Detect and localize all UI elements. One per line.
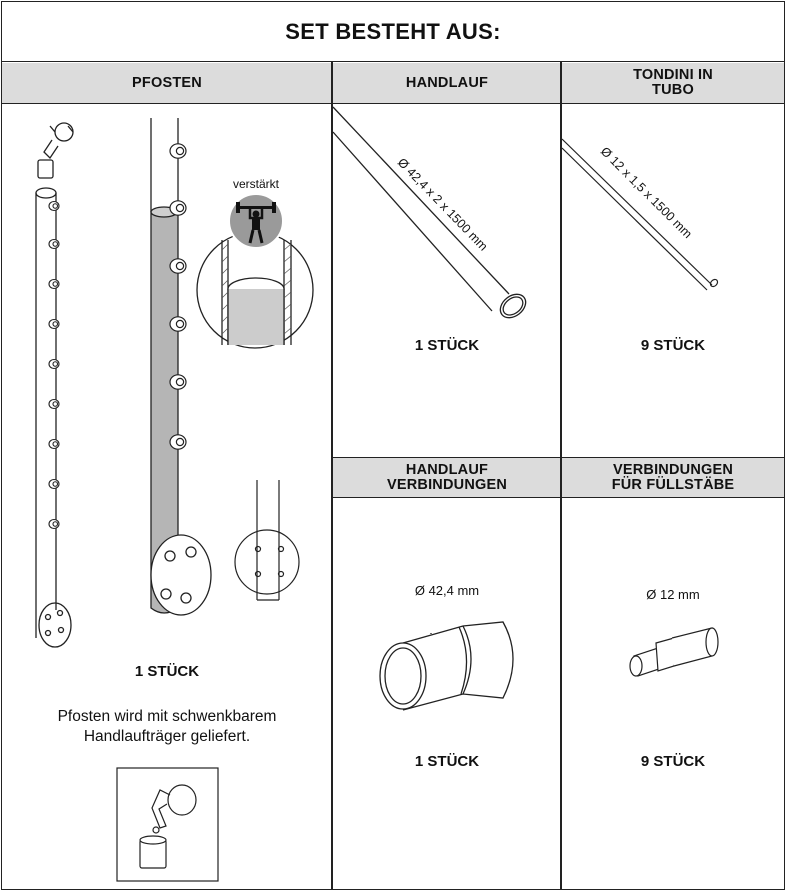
column-divider bbox=[560, 457, 562, 890]
header-pfosten: PFOSTEN bbox=[2, 63, 332, 104]
rod-connector-drawing bbox=[629, 627, 719, 677]
handlauf-quantity: 1 STÜCK bbox=[414, 337, 480, 354]
header-tondini: TONDINI IN TUBO bbox=[562, 63, 784, 104]
header-verbindungen-fuellstaebe: VERBINDUNGEN FÜR FÜLLSTÄBE bbox=[562, 457, 784, 498]
header-handlauf-verbindungen: HANDLAUF VERBINDUNGEN bbox=[333, 457, 561, 498]
handlauf-verbindungen-dimension: Ø 42,4 mm bbox=[414, 583, 480, 598]
column-divider bbox=[331, 62, 333, 890]
pfosten-note-line1: Pfosten wird mit schwenkbarem bbox=[57, 708, 277, 725]
rod-drawing: Ø 12 x 1,5 x 1500 mm bbox=[561, 138, 719, 291]
fuellstaebe-quantity: 9 STÜCK bbox=[640, 753, 706, 770]
connector-drawing bbox=[379, 621, 514, 711]
header-handlauf: HANDLAUF bbox=[333, 63, 561, 104]
tube-drawing: Ø 42,4 x 2 x 1500 mm bbox=[332, 106, 527, 319]
column-divider bbox=[560, 62, 562, 498]
reinforced-label: verstärkt bbox=[232, 177, 279, 191]
tondini-dimension: Ø 12 x 1,5 x 1500 mm bbox=[598, 144, 695, 241]
pfosten-note-line2: Handlaufträger geliefert. bbox=[83, 728, 251, 745]
pfosten-quantity: 1 STÜCK bbox=[134, 663, 200, 680]
handlauf-dimension: Ø 42,4 x 2 x 1500 mm bbox=[395, 155, 491, 253]
tondini-quantity: 9 STÜCK bbox=[640, 337, 706, 354]
reinforced-weightlifter-icon bbox=[228, 193, 284, 249]
handlauf-verbindungen-quantity: 1 STÜCK bbox=[414, 753, 480, 770]
table-title: SET BESTEHT AUS: bbox=[2, 2, 784, 62]
fuellstaebe-dimension: Ø 12 mm bbox=[646, 587, 700, 602]
